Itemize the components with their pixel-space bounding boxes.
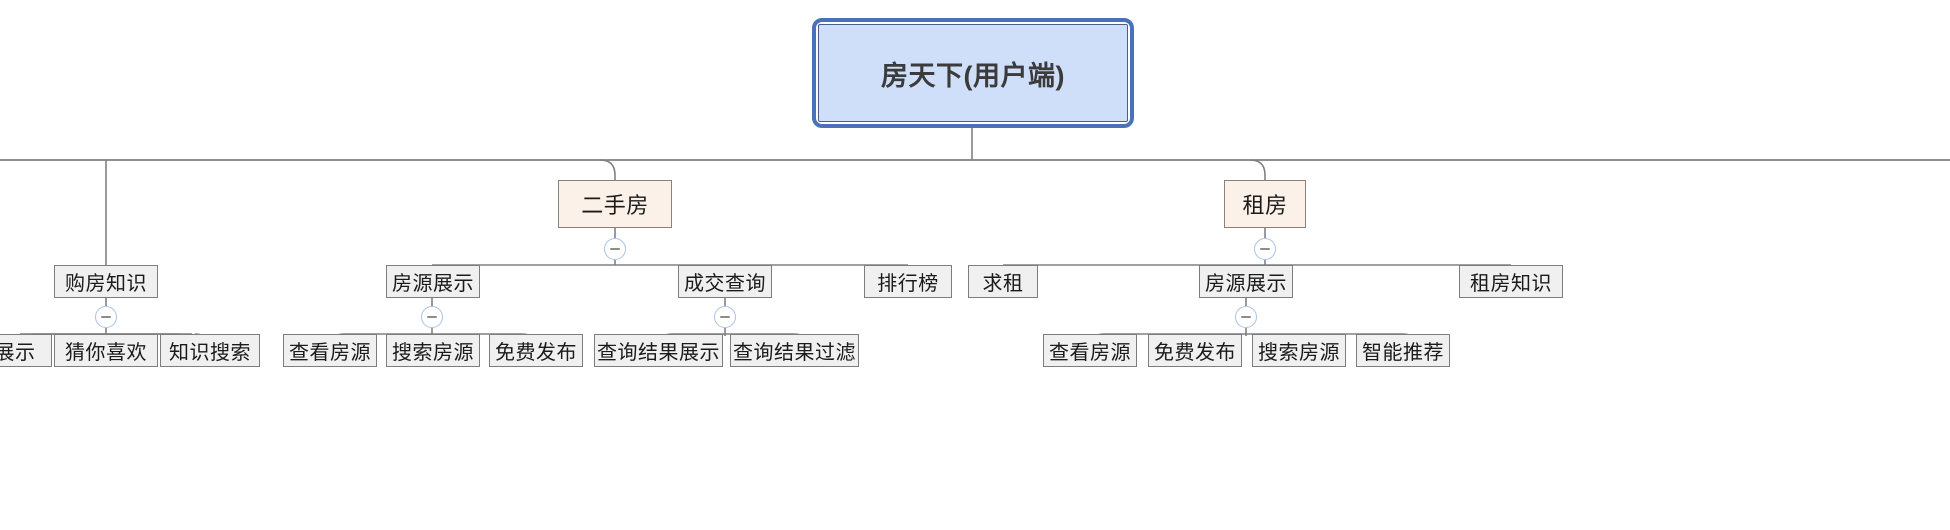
toggle-fangyuanzhanshi-zufang[interactable] [1235, 306, 1257, 328]
minus-icon [427, 316, 437, 318]
leaf-cainixihuan[interactable]: 猜你喜欢 [54, 334, 158, 367]
minus-icon [720, 316, 730, 318]
leaf-zhishisousuo[interactable]: 知识搜索 [160, 334, 260, 367]
minus-icon [1260, 248, 1270, 250]
node-paihangbang[interactable]: 排行榜 [864, 265, 952, 298]
node-paihangbang-label: 排行榜 [877, 273, 939, 295]
leaf-sousuofangyuan-zufang-label: 搜索房源 [1258, 342, 1340, 364]
leaf-mianfeifabu-zufang-label: 免费发布 [1154, 342, 1236, 364]
node-root-label: 房天下(用户端) [881, 60, 1065, 91]
toggle-goufangzhishi[interactable] [95, 306, 117, 328]
leaf-chaxunjieguoguolv-label: 查询结果过滤 [733, 342, 856, 364]
node-chengjiaochaxun-label: 成交查询 [684, 273, 766, 295]
leaf-chakanfangyuan-zufang-label: 查看房源 [1049, 342, 1131, 364]
node-fangyuanzhanshi-zufang[interactable]: 房源展示 [1199, 265, 1293, 298]
node-fangyuanzhanshi-ershoufang-label: 房源展示 [392, 273, 474, 295]
node-goufangzhishi-label: 购房知识 [65, 273, 147, 295]
leaf-sousuofangyuan-zufang[interactable]: 搜索房源 [1252, 334, 1346, 367]
leaf-zhishizhanshi-label: 展示 [0, 342, 36, 364]
leaf-sousuofangyuan-ershoufang-label: 搜索房源 [392, 342, 474, 364]
leaf-chakanfangyuan-ershoufang-label: 查看房源 [289, 342, 371, 364]
leaf-mianfeifabu-ershoufang[interactable]: 免费发布 [489, 334, 583, 367]
toggle-ershoufang[interactable] [604, 238, 626, 260]
minus-icon [101, 316, 111, 318]
node-fangyuanzhanshi-zufang-label: 房源展示 [1205, 273, 1287, 295]
leaf-zhinengtuijian[interactable]: 智能推荐 [1356, 334, 1450, 367]
leaf-zhishisousuo-label: 知识搜索 [169, 342, 251, 364]
toggle-fangyuanzhanshi-ershoufang[interactable] [421, 306, 443, 328]
toggle-chengjiaochaxun[interactable] [714, 306, 736, 328]
leaf-cainixihuan-label: 猜你喜欢 [65, 342, 147, 364]
toggle-zufang[interactable] [1254, 238, 1276, 260]
node-zufang[interactable]: 租房 [1224, 180, 1306, 228]
node-goufangzhishi[interactable]: 购房知识 [54, 265, 158, 298]
node-fangyuanzhanshi-ershoufang[interactable]: 房源展示 [386, 265, 480, 298]
leaf-zhinengtuijian-label: 智能推荐 [1362, 342, 1444, 364]
node-zufang-label: 租房 [1242, 193, 1288, 218]
node-zufangzhishi-label: 租房知识 [1470, 273, 1552, 295]
minus-icon [1241, 316, 1251, 318]
node-root[interactable]: 房天下(用户端) [818, 24, 1128, 122]
node-chengjiaochaxun[interactable]: 成交查询 [678, 265, 772, 298]
leaf-chakanfangyuan-zufang[interactable]: 查看房源 [1043, 334, 1137, 367]
node-zufangzhishi[interactable]: 租房知识 [1459, 265, 1563, 298]
node-qiuzu[interactable]: 求租 [968, 265, 1038, 298]
leaf-chakanfangyuan-ershoufang[interactable]: 查看房源 [283, 334, 377, 367]
leaf-chaxunjieguoguolv[interactable]: 查询结果过滤 [730, 334, 859, 367]
leaf-mianfeifabu-zufang[interactable]: 免费发布 [1148, 334, 1242, 367]
node-qiuzu-label: 求租 [982, 273, 1024, 295]
leaf-zhishizhanshi[interactable]: 展示 [0, 334, 52, 367]
leaf-chaxunjieguozhanshi-label: 查询结果展示 [597, 342, 720, 364]
minus-icon [610, 248, 620, 250]
node-ershoufang-label: 二手房 [581, 193, 649, 218]
leaf-sousuofangyuan-ershoufang[interactable]: 搜索房源 [386, 334, 480, 367]
leaf-chaxunjieguozhanshi[interactable]: 查询结果展示 [594, 334, 723, 367]
leaf-mianfeifabu-ershoufang-label: 免费发布 [495, 342, 577, 364]
node-ershoufang[interactable]: 二手房 [558, 180, 672, 228]
